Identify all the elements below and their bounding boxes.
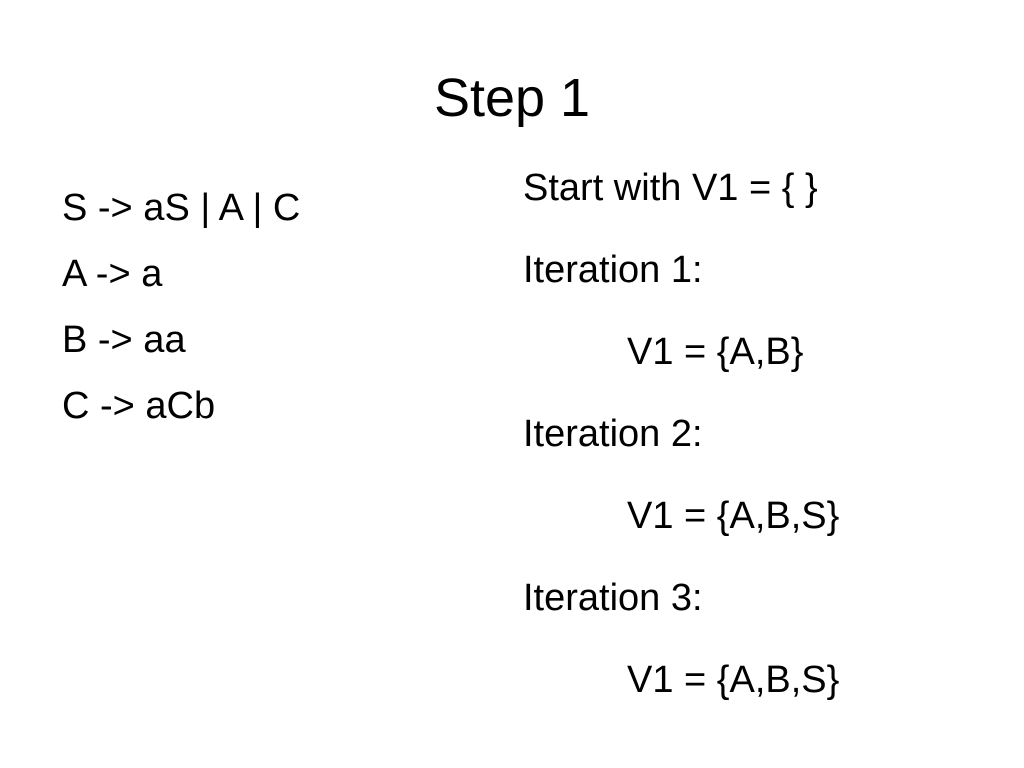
algorithm-steps-list: Start with V1 = { } Iteration 1: V1 = {A… (523, 166, 1003, 740)
iteration-heading: Iteration 1: (523, 249, 703, 291)
iteration-result: V1 = {A,B,S} (627, 495, 840, 537)
grammar-rule: C -> aCb (62, 385, 216, 427)
grammar-rules-list: S -> aS | A | C A -> a B -> aa C -> aCb (62, 186, 482, 450)
iteration-heading: Iteration 3: (523, 577, 703, 619)
slide-title: Step 1 (433, 68, 591, 128)
iteration-result: V1 = {A,B} (627, 331, 804, 373)
grammar-rule: B -> aa (62, 319, 186, 361)
algorithm-step-start: Start with V1 = { } (523, 167, 818, 209)
iteration-heading: Iteration 2: (523, 413, 703, 455)
iteration-result: V1 = {A,B,S} (627, 659, 840, 701)
grammar-rule: S -> aS | A | C (62, 187, 301, 229)
grammar-rule: A -> a (62, 253, 163, 295)
